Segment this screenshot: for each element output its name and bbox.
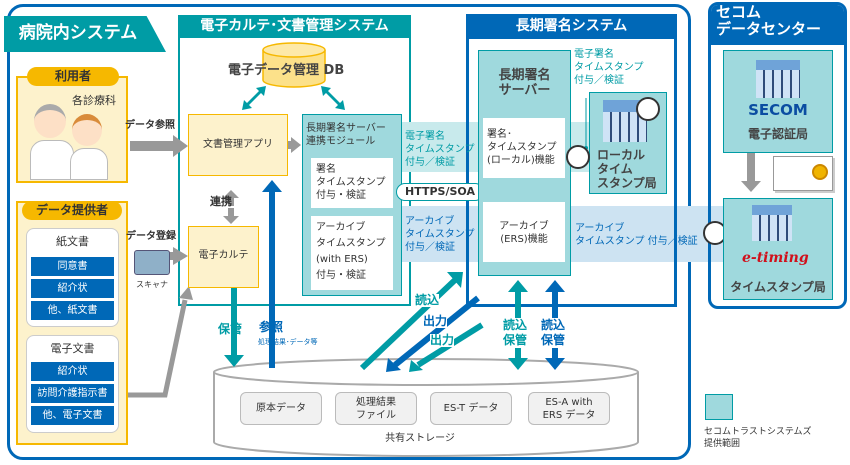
link-label: 連携 [210, 195, 232, 208]
ref-note: 処理結果･データ等 [258, 338, 318, 346]
certificate-icon [773, 156, 833, 191]
storage-item: 原本データ [240, 392, 322, 425]
clock-icon [636, 97, 660, 121]
read-store-label-2: 読込 保管 [541, 318, 566, 348]
bank-building-icon [756, 60, 800, 98]
karte-label: 電子カルテ [198, 250, 249, 261]
read-label: 読込 [415, 293, 440, 307]
db-link-arrows-icon [242, 86, 345, 110]
ltsign-server-title: 長期署名 サーバー [498, 68, 551, 98]
data-ref-label: データ参照 [125, 120, 175, 131]
paper-doc-item: 紹介状 [31, 279, 114, 298]
out2-label: 出力 [430, 333, 455, 347]
db-cylinder-icon [262, 42, 326, 88]
hospital-title: 病院内システム [18, 23, 138, 43]
store-label: 保管 [218, 322, 243, 336]
electronic-doc-item: 訪問介護指示書 [31, 384, 114, 403]
scanner-icon [134, 250, 170, 275]
module-sign-box [311, 158, 393, 208]
doc-app-label: 文書管理アプリ [203, 139, 273, 150]
legend-swatch [705, 394, 733, 420]
paper-docs-title: 紙文書 [56, 235, 89, 248]
karte-box[interactable] [188, 226, 259, 288]
etiming-logo: e-timing [742, 250, 809, 266]
storage-item: 処理結果 ファイル [335, 392, 417, 425]
tsa-label: タイムスタンプ局 [730, 280, 826, 294]
local-fn-box [483, 118, 565, 178]
storage-title: 共有ストレージ [385, 433, 455, 444]
module-archive-box [311, 216, 393, 290]
module-archive-label: アーカイブ タイムスタンプ (with ERS) 付与・検証 [316, 222, 386, 281]
paper-doc-item: 他、紙文書 [31, 301, 114, 320]
local-fn-label: 署名･ タイムスタンプ (ローカル)機能 [487, 129, 557, 166]
secom-logo: SECOM [748, 101, 808, 119]
users-label: 利用者 [27, 67, 119, 86]
storage-item: ES-A with ERS データ [528, 392, 610, 425]
bank-building-icon [752, 205, 792, 241]
archive-band-label: アーカイブ タイムスタンプ 付与／検証 [405, 216, 475, 253]
electronic-doc-item: 他、電子文書 [31, 406, 114, 425]
esign-band-label: 電子署名 タイムスタンプ 付与／検証 [405, 131, 475, 168]
ca-label: 電子認証局 [747, 127, 808, 141]
emr-system-title: 電子カルテ･文書管理システム [178, 15, 411, 38]
paper-doc-item: 同意書 [31, 257, 114, 276]
module-sign-label: 署名 タイムスタンプ 付与・検証 [316, 164, 386, 201]
read-store-label-1: 読込 保管 [503, 318, 528, 348]
ref-arrow [262, 180, 282, 368]
ltsign-esign-note: 電子署名 タイムスタンプ 付与／検証 [574, 49, 644, 86]
out1-label: 出力 [423, 314, 448, 328]
ers-fn-box [483, 202, 565, 262]
ref-label: 参照 [259, 320, 284, 334]
archive-band-right-label: アーカイブ タイムスタンプ 付与／検証 [575, 223, 698, 247]
electronic-docs-title: 電子文書 [50, 342, 95, 355]
data-register-label: データ登録 [126, 231, 176, 242]
hospital-title-tab [4, 16, 166, 52]
providers-label: データ提供者 [22, 201, 122, 220]
clock-icon [566, 145, 590, 169]
db-label: 電子データ管理 DB [228, 63, 345, 78]
electronic-doc-item: 紹介状 [31, 362, 114, 381]
ltsign-title: 長期署名システム [466, 14, 677, 39]
secom-frame [708, 2, 847, 309]
secom-title: セコム データセンター [716, 3, 822, 38]
storage-item: ES-T データ [430, 392, 512, 425]
doc-app-box[interactable] [188, 114, 288, 176]
doctors-illustration-icon [30, 98, 120, 182]
ers-fn-label: アーカイブ (ERS)機能 [499, 221, 549, 245]
store-arrow [224, 288, 244, 367]
module-title: 長期署名サーバー 連携モジュール [306, 123, 386, 147]
users-dept: 各診療科 [72, 94, 116, 107]
https-soa-pill: HTTPS/SOA [396, 183, 484, 201]
scanner-label: スキャナ [136, 280, 168, 289]
legend-text: セコムトラストシステムズ 提供範囲 [704, 427, 812, 449]
local-tsa-label: ローカル タイム スタンプ局 [597, 148, 657, 190]
